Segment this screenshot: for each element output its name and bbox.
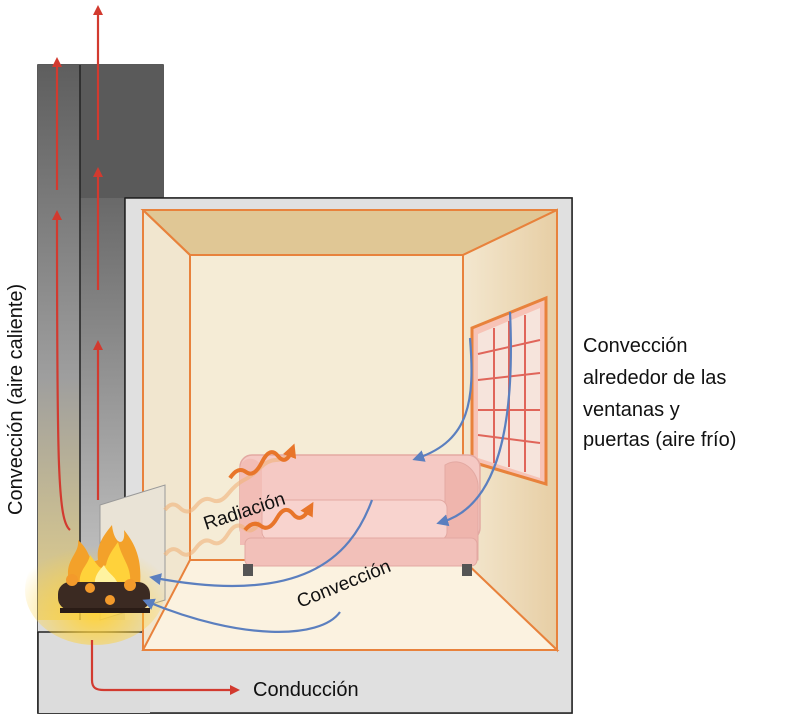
chimney-convection-label: Convección (aire caliente) (5, 284, 27, 515)
window-convection-line-1: Convección (583, 335, 688, 357)
conduction-label: Conducción (253, 679, 359, 701)
window-convection-line-2: alrededor de las (583, 367, 726, 389)
fire-icon (67, 525, 141, 585)
radiation-arrows (163, 443, 314, 557)
window-convection-line-3: ventanas y (583, 399, 680, 421)
window-convection-label: Convección alrededor de las ventanas y p… (583, 335, 736, 451)
conduction-arrow (90, 640, 240, 695)
log-icon (58, 574, 150, 613)
room-convection-arrows (142, 311, 512, 633)
window-convection-line-4: puertas (aire frío) (583, 429, 736, 451)
sofa-icon (239, 454, 481, 576)
chimney-convection-arrows (52, 5, 103, 531)
